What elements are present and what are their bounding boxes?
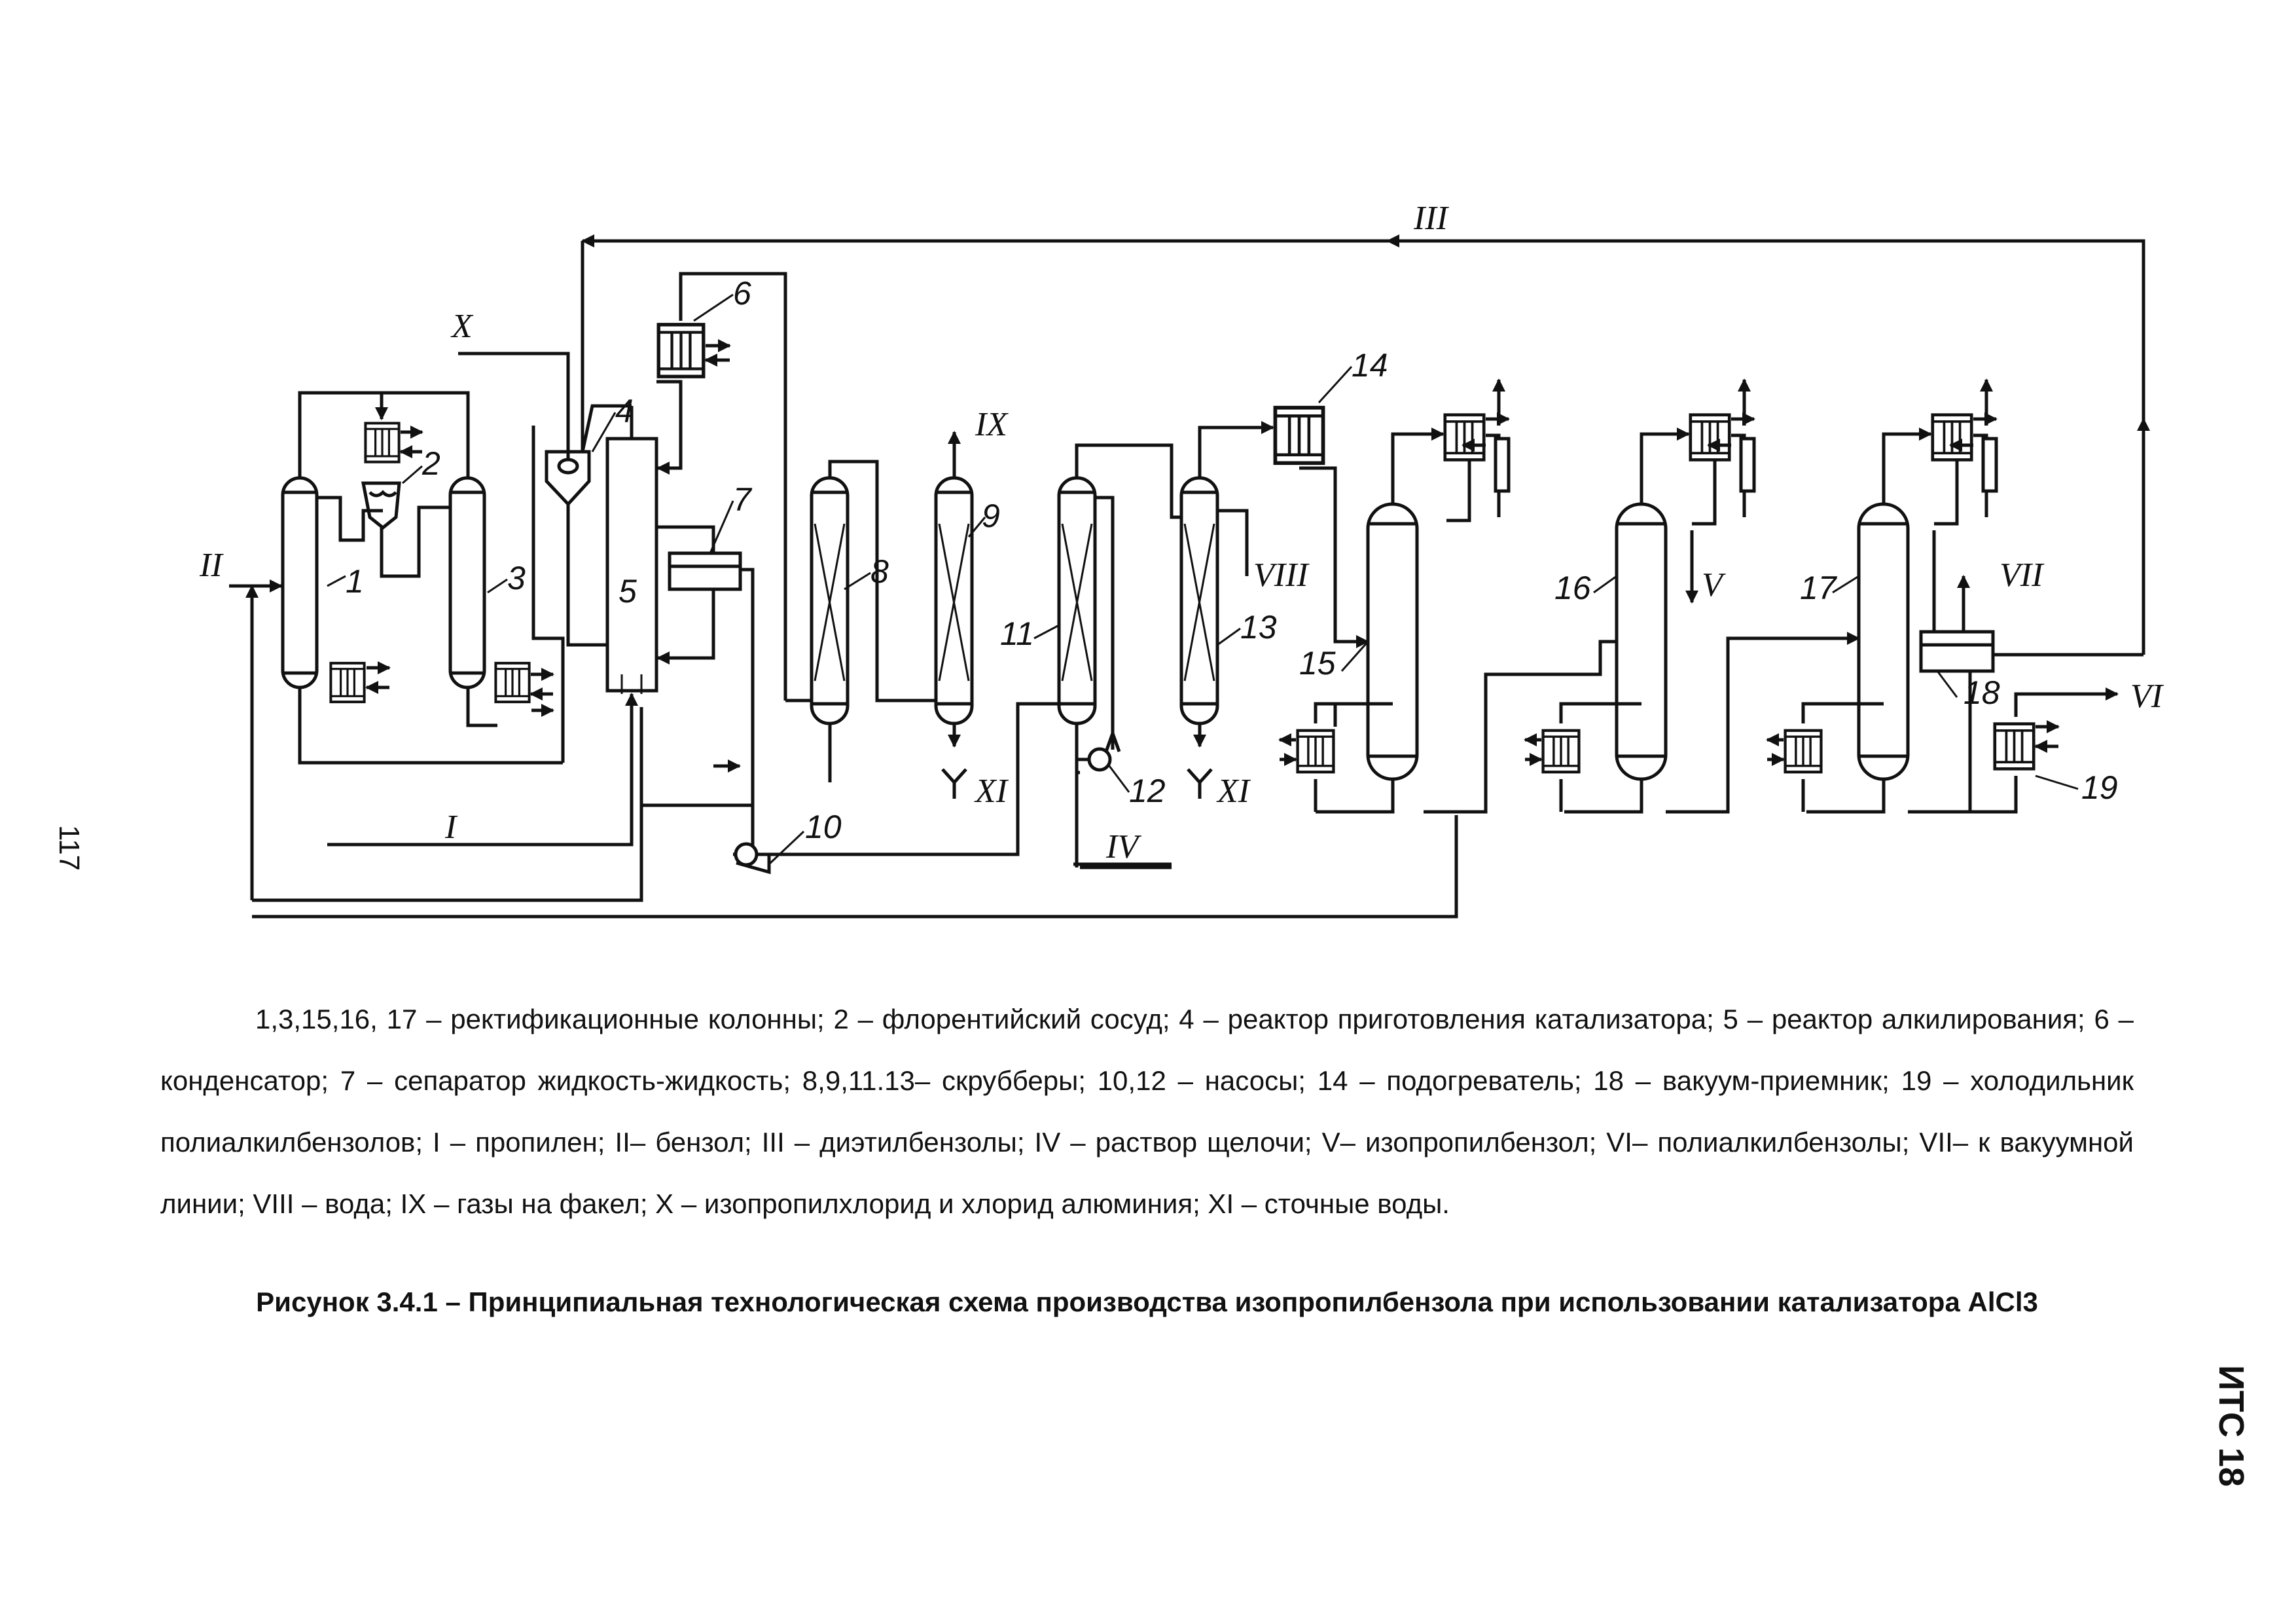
reboiler-column-15 [1298, 731, 1334, 772]
reflux-drum-16 [1739, 437, 1756, 493]
label-unit-8: 8 [870, 553, 889, 590]
figure-title: Рисунок 3.4.1 – Принципиальная технологи… [256, 1286, 2038, 1317]
reflux-drum-15 [1494, 437, 1511, 493]
label-unit-10: 10 [805, 809, 842, 845]
scrubber-9 [903, 431, 974, 748]
label-stream-I: I [444, 809, 458, 846]
column-3 [448, 476, 497, 727]
heater-14 [1275, 408, 1323, 464]
reboiler-column-16 [1543, 731, 1579, 772]
figure-legend: 1,3,15,16, 17 – ректификационные колонны… [160, 1004, 2134, 1219]
label-stream-III: III [1413, 200, 1450, 237]
reactor-4 [458, 352, 612, 763]
column-1 [281, 391, 563, 765]
label-unit-1: 1 [346, 563, 364, 600]
hx-arrows-17 [1766, 412, 1998, 812]
label-unit-6: 6 [733, 275, 751, 312]
drain-symbols [327, 768, 1213, 866]
label-stream-XI-b: XI [1216, 773, 1251, 810]
stream-labels: I II III IV V VI VII VIII IX X XI XI [199, 200, 2164, 866]
label-unit-4: 4 [615, 393, 634, 429]
label-stream-VI: VI [2130, 678, 2164, 715]
label-stream-X: X [450, 308, 474, 345]
label-unit-11: 11 [1000, 615, 1034, 652]
florentine-vessel-2 [361, 393, 452, 578]
condenser-6 [656, 272, 787, 701]
unit-label-leaders [327, 293, 2079, 866]
label-stream-IV: IV [1105, 828, 1141, 866]
label-unit-14: 14 [1352, 347, 1388, 384]
label-unit-7: 7 [733, 481, 753, 518]
label-unit-16: 16 [1554, 570, 1591, 606]
condenser-column-15 [1445, 415, 1484, 460]
document-code: ИТС 18 [2212, 1365, 2251, 1487]
label-unit-3: 3 [507, 560, 526, 596]
label-unit-2: 2 [422, 445, 440, 482]
separator-7 [656, 525, 755, 782]
vacuum-receiver-18 [1919, 575, 2144, 673]
reboiler-column-17 [1785, 731, 1821, 772]
reflux-drum-17 [1981, 437, 1998, 493]
reboiler-column-3 [495, 663, 529, 702]
condenser-column-17 [1933, 415, 1971, 460]
label-stream-IX: IX [975, 406, 1009, 443]
label-unit-15: 15 [1299, 645, 1336, 682]
pump-10 [734, 702, 1059, 875]
column-17 [1806, 378, 1993, 814]
label-unit-13: 13 [1240, 609, 1277, 646]
reactor-5 [252, 404, 658, 902]
hx-arrows-16 [1524, 412, 1755, 812]
label-unit-12: 12 [1129, 773, 1166, 809]
scrubber-8 [641, 460, 903, 856]
stream-III-recycle-line [581, 234, 2150, 655]
heater-14-piping [1299, 466, 1369, 648]
condenser-column-16 [1691, 415, 1729, 460]
stream-II-feed [229, 579, 283, 900]
scrubber-11 [1057, 443, 1181, 866]
label-unit-9: 9 [982, 498, 1000, 534]
hx-arrows-15 [1278, 412, 1510, 812]
label-stream-XI-a: XI [974, 773, 1009, 810]
cooler-19 [1970, 687, 2119, 814]
label-unit-18: 18 [1964, 674, 2000, 711]
hx-arrows [365, 661, 554, 717]
column-16 [1564, 378, 1860, 814]
label-unit-19: 19 [2081, 769, 2118, 806]
label-stream-VII: VII [2000, 556, 2045, 594]
unit-labels: 1 2 3 4 5 6 7 8 9 10 11 12 13 14 15 16 1… [346, 275, 2118, 845]
condenser-column-1 [365, 423, 399, 462]
page-number: 117 [53, 825, 85, 871]
label-stream-V: V [1702, 566, 1726, 604]
label-stream-VIII: VIII [1253, 556, 1310, 594]
label-unit-17: 17 [1800, 570, 1838, 606]
scrubber-13 [1179, 421, 1274, 748]
label-unit-5: 5 [619, 573, 637, 610]
reboiler-column-1 [331, 663, 364, 702]
label-stream-II: II [199, 547, 224, 584]
